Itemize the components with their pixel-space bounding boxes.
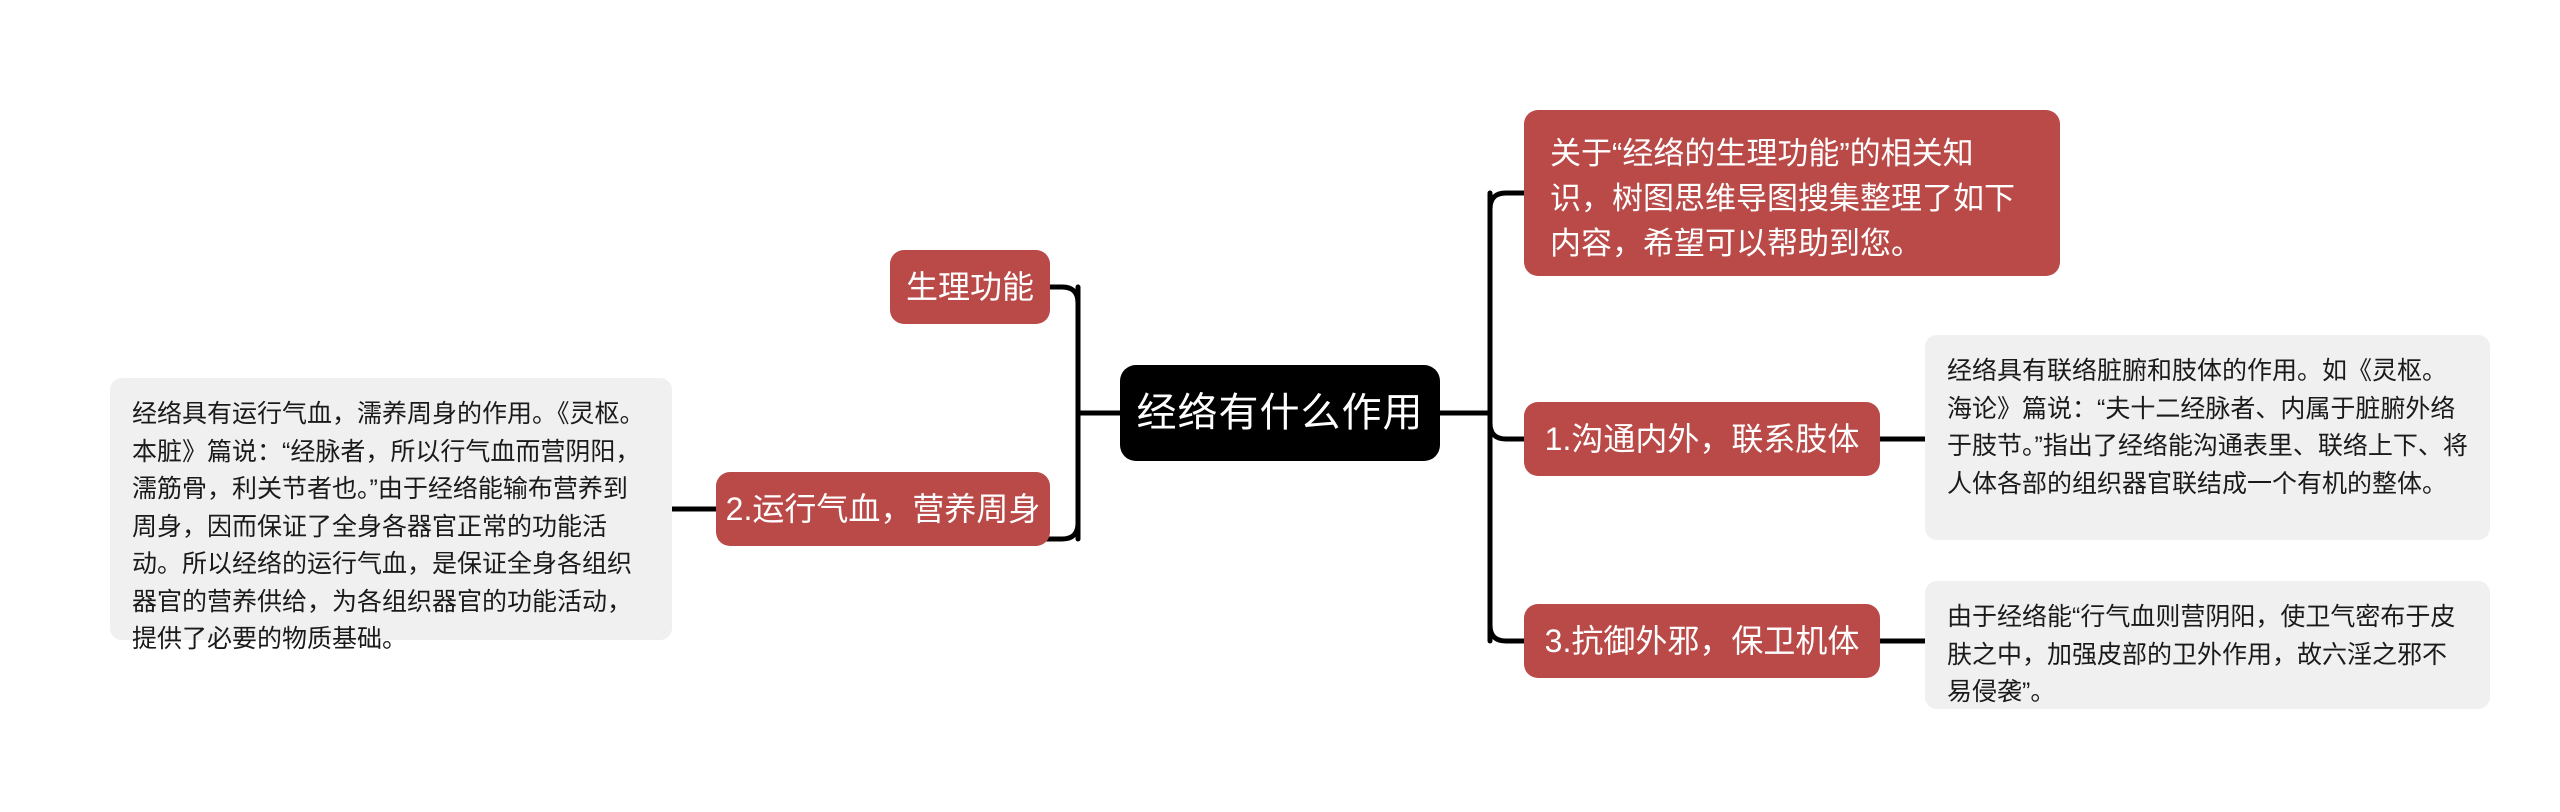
topic-node-1-connect-inner-outer-label: 1.沟通内外，联系肢体 xyxy=(1544,421,1860,457)
root-node[interactable]: 经络有什么作用 xyxy=(1120,365,1440,461)
note-node-right-connect[interactable]: 经络具有联络脏腑和肢体的作用。如《灵枢。海论》篇说：“夫十二经脉者、内属于脏腑外… xyxy=(1925,335,2490,540)
topic-node-3-resist-evil-label: 3.抗御外邪，保卫机体 xyxy=(1544,623,1860,659)
topic-node-physiological-function-label: 生理功能 xyxy=(905,269,1034,305)
note-node-right-resist-text: 由于经络能“行气血则营阴阳，使卫气密布于皮肤之中，加强皮部的卫外作用，故六淫之邪… xyxy=(1947,603,2456,706)
note-node-intro[interactable]: 关于“经络的生理功能”的相关知识，树图思维导图搜集整理了如下内容，希望可以帮助到… xyxy=(1524,110,2060,276)
root-node-label: 经络有什么作用 xyxy=(1136,391,1424,435)
edge-right-bracket-to-topic-3 xyxy=(1487,622,1527,644)
edge-right-bracket-to-intro-note xyxy=(1487,190,1527,212)
topic-node-3-resist-evil[interactable]: 3.抗御外邪，保卫机体 xyxy=(1524,604,1880,678)
topic-node-2-qi-blood-label: 2.运行气血，营养周身 xyxy=(725,491,1041,527)
note-node-left-qi-blood[interactable]: 经络具有运行气血，濡养周身的作用。《灵枢。本脏》篇说：“经脉者，所以行气血而营阴… xyxy=(110,378,672,653)
topic-node-physiological-function[interactable]: 生理功能 xyxy=(890,250,1050,324)
topic-node-1-connect-inner-outer[interactable]: 1.沟通内外，联系肢体 xyxy=(1524,402,1880,476)
topic-node-2-qi-blood[interactable]: 2.运行气血，营养周身 xyxy=(716,472,1050,546)
note-node-left-qi-blood-text: 经络具有运行气血，濡养周身的作用。《灵枢。本脏》篇说：“经脉者，所以行气血而营阴… xyxy=(132,400,645,653)
note-node-right-resist[interactable]: 由于经络能“行气血则营阴阳，使卫气密布于皮肤之中，加强皮部的卫外作用，故六淫之邪… xyxy=(1925,581,2490,709)
edge-right-bracket-to-topic-1 xyxy=(1487,420,1527,442)
note-node-right-connect-text: 经络具有联络脏腑和肢体的作用。如《灵枢。海论》篇说：“夫十二经脉者、内属于脏腑外… xyxy=(1947,357,2468,498)
note-node-intro-text: 关于“经络的生理功能”的相关知识，树图思维导图搜集整理了如下内容，希望可以帮助到… xyxy=(1550,136,2015,261)
